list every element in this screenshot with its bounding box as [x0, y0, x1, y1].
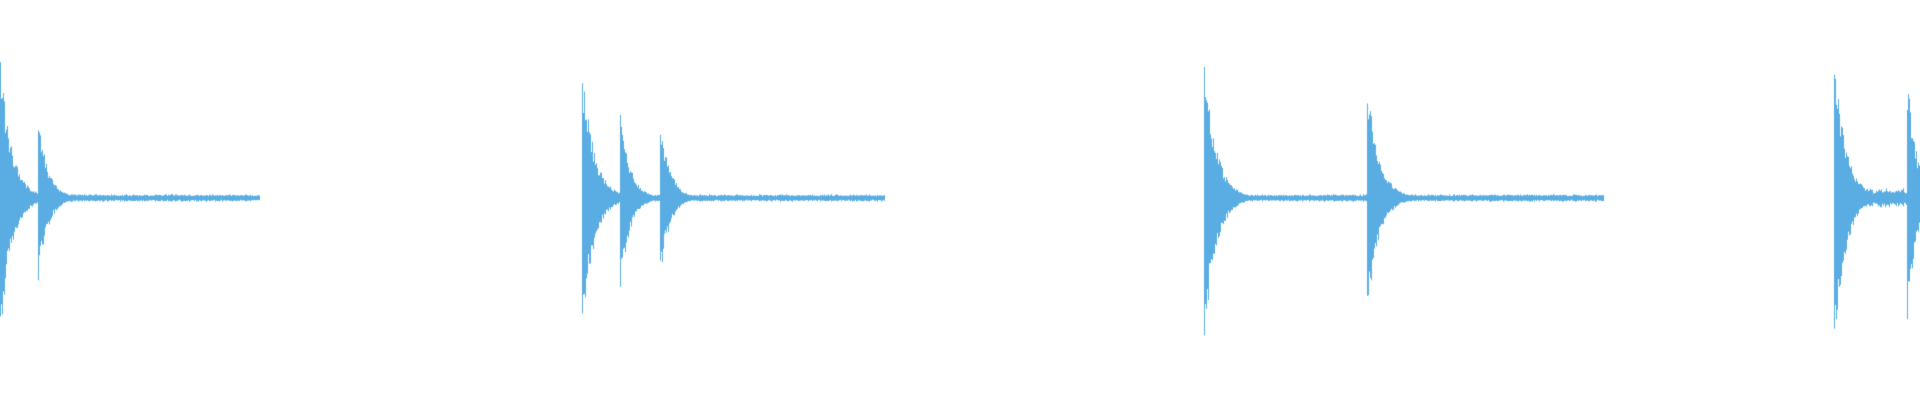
audio-waveform[interactable] [0, 0, 1920, 400]
